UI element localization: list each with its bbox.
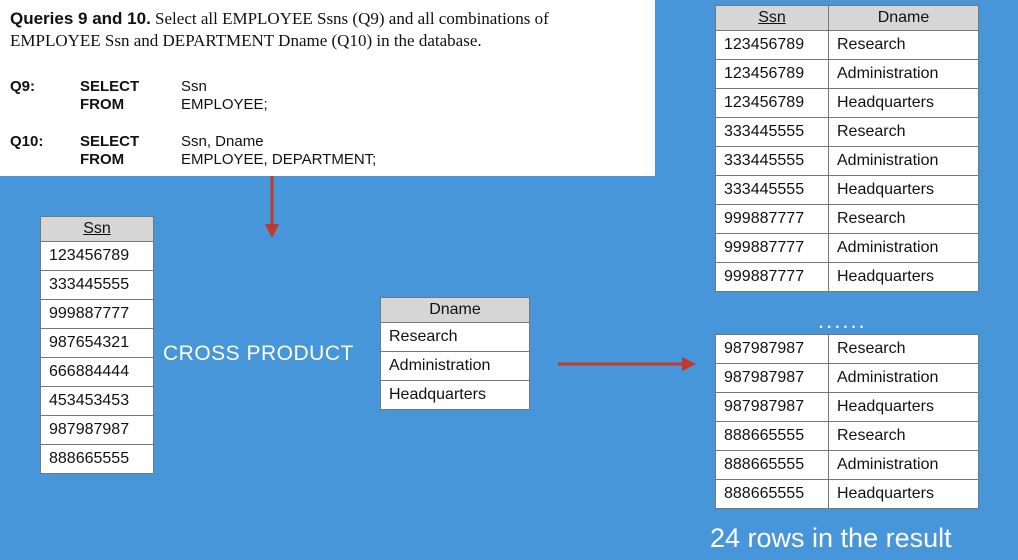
table-cell: 888665555 bbox=[715, 450, 829, 480]
q10-from-arg: EMPLOYEE, DEPARTMENT; bbox=[181, 151, 377, 168]
result-header-ssn: Ssn bbox=[715, 5, 829, 31]
dname-table-header: Dname bbox=[380, 297, 530, 323]
table-cell: 888665555 bbox=[715, 479, 829, 509]
table-cell: Headquarters bbox=[828, 392, 979, 422]
table-cell: 123456789 bbox=[715, 59, 829, 89]
table-cell: Research bbox=[828, 204, 979, 234]
table-cell: 987987987 bbox=[715, 363, 829, 393]
table-cell: Research bbox=[828, 117, 979, 147]
table-cell: Headquarters bbox=[828, 175, 979, 205]
q10-select-arg: Ssn, Dname bbox=[181, 133, 264, 150]
q10-select-keyword: SELECT bbox=[80, 133, 140, 150]
table-cell: 888665555 bbox=[40, 444, 154, 474]
query-box: Queries 9 and 10. Select all EMPLOYEE Ss… bbox=[0, 0, 655, 176]
right-arrow-icon bbox=[558, 357, 696, 371]
q9-from-arg: EMPLOYEE; bbox=[181, 96, 268, 113]
table-cell: Administration bbox=[828, 363, 979, 393]
table-cell: 999887777 bbox=[715, 262, 829, 292]
table-cell: Administration bbox=[828, 450, 979, 480]
table-cell: Research bbox=[380, 322, 530, 352]
table-cell: 987987987 bbox=[715, 392, 829, 422]
q10-from-keyword: FROM bbox=[80, 151, 125, 168]
table-cell: 987654321 bbox=[40, 328, 154, 358]
table-cell: Research bbox=[828, 421, 979, 451]
table-cell: 123456789 bbox=[40, 241, 154, 271]
ellipsis: ...... bbox=[818, 308, 867, 333]
dname-table: Dname Research Administration Headquarte… bbox=[380, 297, 530, 410]
table-cell: 999887777 bbox=[715, 233, 829, 263]
table-cell: Administration bbox=[828, 146, 979, 176]
ssn-table: Ssn 123456789 333445555 999887777 987654… bbox=[40, 216, 154, 474]
table-cell: 987987987 bbox=[715, 334, 829, 364]
table-cell: 333445555 bbox=[715, 175, 829, 205]
table-cell: Headquarters bbox=[828, 479, 979, 509]
query-heading-line2: EMPLOYEE Ssn and DEPARTMENT Dname (Q10) … bbox=[10, 31, 482, 50]
table-cell: 999887777 bbox=[715, 204, 829, 234]
table-cell: Research bbox=[828, 334, 979, 364]
q9-select-keyword: SELECT bbox=[80, 78, 140, 95]
table-cell: 333445555 bbox=[715, 117, 829, 147]
q9-select-arg: Ssn bbox=[181, 78, 207, 95]
table-cell: 453453453 bbox=[40, 386, 154, 416]
table-cell: 333445555 bbox=[40, 270, 154, 300]
table-cell: Administration bbox=[380, 351, 530, 381]
table-cell: Administration bbox=[828, 59, 979, 89]
cross-product-label: CROSS PRODUCT bbox=[163, 342, 354, 365]
table-cell: 999887777 bbox=[40, 299, 154, 329]
table-cell: 123456789 bbox=[715, 30, 829, 60]
query-heading-line1: Select all EMPLOYEE Ssns (Q9) and all co… bbox=[150, 9, 549, 28]
query-heading: Queries 9 and 10. Select all EMPLOYEE Ss… bbox=[10, 8, 650, 52]
query-heading-bold: Queries 9 and 10. bbox=[10, 9, 151, 28]
q10-label: Q10: bbox=[10, 133, 44, 150]
table-cell: Headquarters bbox=[828, 88, 979, 118]
table-cell: Research bbox=[828, 30, 979, 60]
ssn-table-header: Ssn bbox=[40, 216, 154, 242]
table-cell: 666884444 bbox=[40, 357, 154, 387]
table-cell: 987987987 bbox=[40, 415, 154, 445]
table-cell: Headquarters bbox=[828, 262, 979, 292]
table-cell: Headquarters bbox=[380, 380, 530, 410]
q9-from-keyword: FROM bbox=[80, 96, 125, 113]
table-cell: Administration bbox=[828, 233, 979, 263]
table-cell: 123456789 bbox=[715, 88, 829, 118]
down-arrow-icon bbox=[265, 176, 279, 238]
q9-label: Q9: bbox=[10, 78, 36, 95]
result-header-dname: Dname bbox=[828, 5, 979, 31]
table-cell: 888665555 bbox=[715, 421, 829, 451]
table-cell: 333445555 bbox=[715, 146, 829, 176]
result-count-label: 24 rows in the result bbox=[710, 523, 952, 553]
